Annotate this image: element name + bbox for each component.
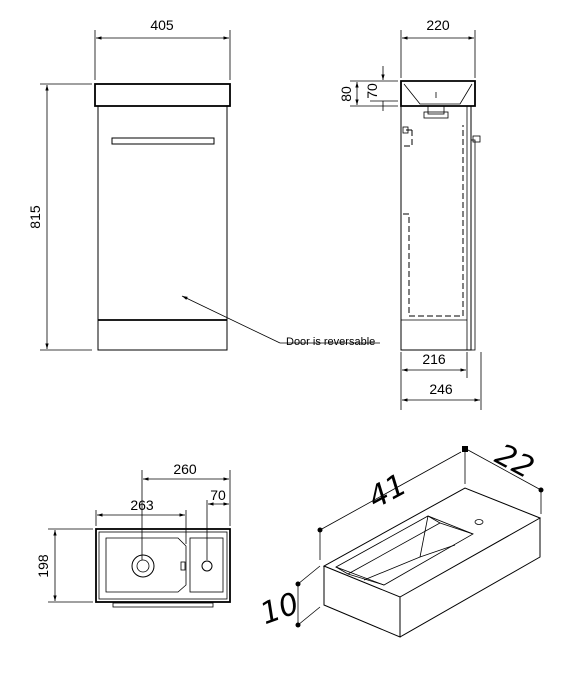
note-leader bbox=[181, 295, 281, 344]
basin-front-face bbox=[323, 566, 401, 638]
top-depth-label: 198 bbox=[35, 554, 51, 578]
side-basin bbox=[400, 80, 476, 107]
tap-deck-label: 70 bbox=[210, 487, 226, 503]
cabinet-top bbox=[94, 83, 231, 107]
front-height-label: 815 bbox=[27, 205, 43, 229]
cabinet-plinth bbox=[97, 319, 228, 351]
top-view: 260 263 70 198 bbox=[35, 461, 231, 608]
basin-width-label: 22 bbox=[489, 437, 539, 486]
tap-hole bbox=[201, 560, 213, 572]
basin-side-face bbox=[399, 518, 541, 638]
side-view: 220 80 70 216 246 bbox=[338, 17, 482, 410]
inner-depth-label: 216 bbox=[422, 351, 446, 367]
door-note: Door is reversable bbox=[286, 336, 375, 348]
basin-isometric: 41 22 10 bbox=[256, 437, 544, 638]
front-view: 405 815 Door is reversable bbox=[27, 17, 380, 351]
front-width-label: 405 bbox=[150, 17, 174, 33]
basin-length-label: 41 bbox=[362, 467, 412, 516]
bowl-width-label: 263 bbox=[130, 497, 154, 513]
top-basin-outline bbox=[95, 528, 231, 603]
overall-depth-label: 246 bbox=[429, 381, 453, 397]
basin-top-face bbox=[322, 487, 542, 598]
basin-height-label: 80 bbox=[338, 86, 354, 102]
top-bowl bbox=[105, 537, 187, 593]
basin-tap-hole bbox=[474, 519, 484, 525]
top-width-label: 260 bbox=[173, 461, 197, 477]
bowl-depth-label: 70 bbox=[364, 83, 380, 99]
waste-outlet bbox=[131, 554, 155, 578]
door-handle bbox=[111, 137, 215, 145]
side-top-width-label: 220 bbox=[426, 17, 450, 33]
tap-deck bbox=[189, 537, 224, 593]
basin-bowl bbox=[335, 515, 474, 586]
